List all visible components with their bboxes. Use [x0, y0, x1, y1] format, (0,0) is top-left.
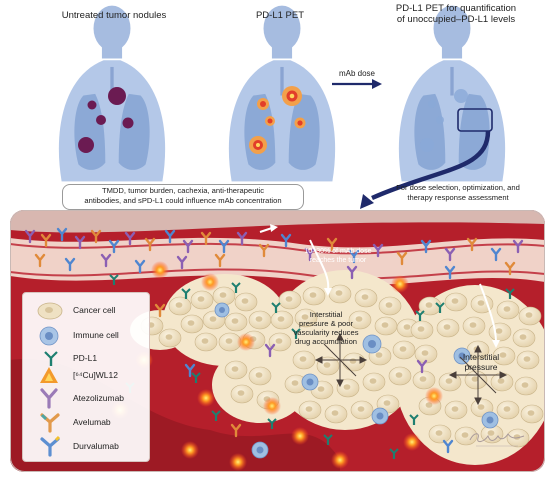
- interstitial-line2: pressure: [464, 362, 498, 372]
- legend-item-durvalumab: Durvalumab: [23, 435, 149, 457]
- durvalumab-icon: [40, 435, 61, 457]
- legend-label-pd-l1: PD-L1: [73, 353, 98, 363]
- header-quantification: PD-L1 PET for quantification of unoccupi…: [376, 3, 536, 25]
- pet-hotspots: [249, 86, 306, 154]
- legend-item-cancer-cell: Cancer cell: [23, 301, 149, 321]
- interstitial-pressure-label: Interstitial pressure: [446, 352, 516, 372]
- faint-nodules: [420, 89, 468, 152]
- reach-tumor-label: 10–30% of mAb dose reaches the tumor: [293, 247, 383, 265]
- reach-line2: reaches the tumor: [309, 257, 367, 264]
- legend-item-immune-cell: Immune cell: [23, 325, 149, 346]
- legend-item-pd-l1: PD-L1: [23, 349, 149, 369]
- atezolizumab-icon: [40, 388, 58, 409]
- tracer-icon: [40, 367, 58, 383]
- callout-box: TMDD, tumor burden, cachexia, anti-thera…: [62, 184, 304, 210]
- tumor-nodules: [78, 87, 134, 153]
- avelumab-icon: [40, 413, 60, 433]
- interstitial-line1: Interstitial: [462, 352, 500, 362]
- legend-label-immune-cell: Immune cell: [73, 330, 119, 340]
- legend-item-atezolizumab: Atezolizumab: [23, 387, 149, 409]
- pressure-line3: vascularity reduces: [293, 328, 359, 337]
- legend-item-tracer: [⁶⁴Cu]WL12: [23, 365, 149, 385]
- dose-arrowhead: [372, 79, 382, 89]
- pd-l1-icon: [44, 351, 58, 366]
- header-untreated: Untreated tumor nodules: [61, 10, 167, 21]
- legend-label-durvalumab: Durvalumab: [73, 441, 119, 451]
- callout-line2: antibodies, and sPD-L1 could influence m…: [84, 195, 282, 205]
- signature-mark: [469, 433, 525, 447]
- dose-note-line2: therapy response assessment: [407, 192, 509, 202]
- legend-label-avelumab: Avelumab: [73, 417, 111, 427]
- artist-signature: [462, 428, 532, 452]
- cancer-cell-icon: [37, 302, 63, 320]
- silhouette-quantification: [398, 5, 506, 182]
- legend-label-tracer: [⁶⁴Cu]WL12: [73, 370, 118, 380]
- legend-label-cancer-cell: Cancer cell: [73, 305, 116, 315]
- pressure-arrows: [314, 332, 508, 406]
- pressure-line1: Interstitial: [309, 310, 343, 319]
- zoom-box: [457, 108, 493, 132]
- dose-selection-note: For dose selection, optimization, and th…: [378, 183, 538, 202]
- legend-label-atezolizumab: Atezolizumab: [73, 393, 125, 403]
- mab-inflow-arrow: [309, 239, 330, 291]
- immune-cells: [214, 302, 499, 459]
- zoom-curve-arrow: [371, 130, 491, 201]
- reach-line1: 10–30% of mAb dose: [304, 248, 372, 255]
- pressure-label: Interstitial pressure & poor vascularity…: [276, 310, 376, 346]
- immune-cell-icon: [39, 326, 59, 346]
- pressure-line2: pressure & poor: [298, 319, 354, 328]
- legend-panel: Cancer cell Immune cell PD-L1 [⁶⁴Cu]WL12…: [22, 292, 150, 462]
- silhouette-pet: [228, 5, 336, 182]
- dose-arrow-label: mAb dose: [338, 69, 376, 78]
- dose-note-line1: For dose selection, optimization, and: [396, 183, 520, 192]
- header-quant-line1: PD-L1 PET for quantification: [395, 3, 517, 14]
- legend-item-avelumab: Avelumab: [23, 411, 149, 433]
- patient-silhouettes: [58, 5, 506, 209]
- pressure-line4: drug accumulation: [294, 337, 358, 346]
- header-quant-line2: of unoccupied–PD-L1 levels: [396, 14, 516, 25]
- callout-line1: TMDD, tumor burden, cachexia, anti-thera…: [101, 186, 265, 195]
- header-pet: PD-L1 PET: [255, 10, 305, 21]
